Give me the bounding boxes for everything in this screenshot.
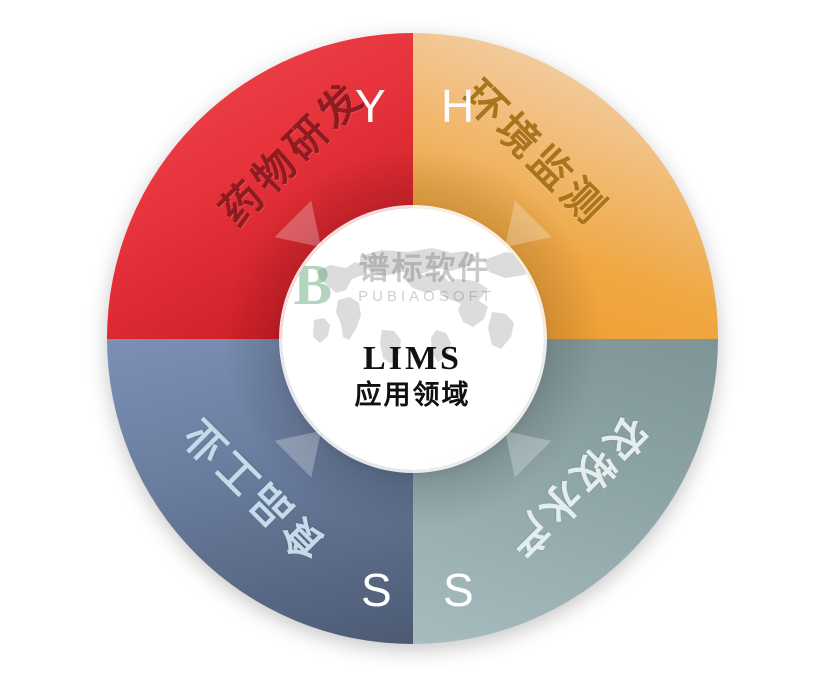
center-text-group: LIMS 应用领域: [282, 340, 544, 411]
center-title: LIMS: [363, 339, 462, 377]
center-subtitle: 应用领域: [354, 379, 471, 410]
world-map-icon: [312, 247, 534, 364]
lims-application-wheel: 药物研发 环境监测 食品工业 农牧水产: [107, 33, 718, 644]
center-hub: B 谱标软件 PUBIAOSOFT LIMS 应用领域: [281, 207, 544, 470]
